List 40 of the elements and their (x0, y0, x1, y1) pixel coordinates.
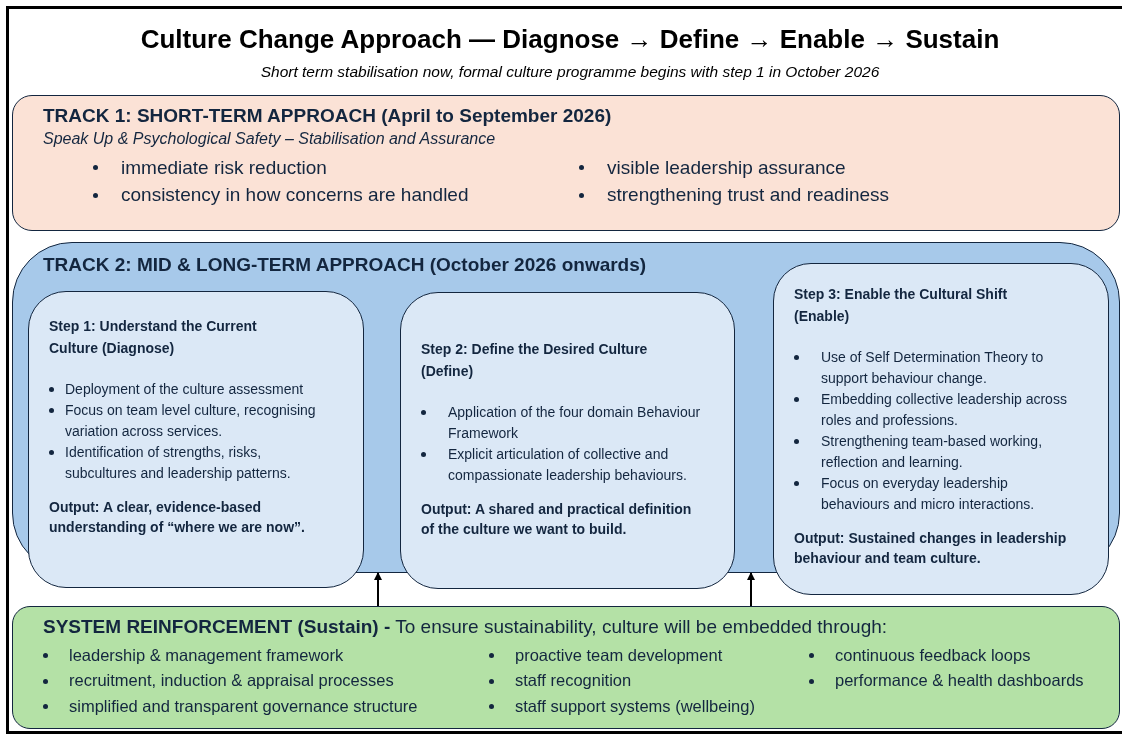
bullet-item: Focus on team level culture, recognising variation across services. (65, 402, 316, 440)
diagram-title: Culture Change Approach — Diagnose → Define → Enable → Sustain (139, 24, 1001, 55)
track-heading: TRACK 1: SHORT-TERM APPROACH (April to September 2026) (43, 104, 613, 128)
step-heading: Step 1: Understand the Current Culture (Diagnose) (49, 317, 258, 358)
bullet-item: proactive team development (515, 645, 723, 664)
section-panel (12, 606, 1120, 729)
section-panel (12, 95, 1120, 231)
bullet-item: Focus on everyday leadership behaviours and micro interactions. (821, 475, 1035, 513)
step-card (400, 292, 735, 589)
bullet-item: Application of the four domain Behaviour Framework (448, 404, 701, 442)
step-card (28, 291, 364, 588)
output-statement: Output: A clear, evidence-based understanding of “where we are now”. (49, 498, 306, 537)
step-heading: Step 2: Define the Desired Culture (Define) (421, 340, 649, 381)
bullet-item: Deployment of the culture assessment (65, 381, 304, 398)
bullet-item: staff support systems (wellbeing) (515, 696, 755, 715)
arrow (374, 572, 382, 607)
bullet-item: Identification of strengths, risks, subcultures and leadership patterns. (65, 444, 291, 482)
section-heading: SYSTEM REINFORCEMENT (Sustain) - To ensure sustainability, culture will be embedded through: (43, 615, 889, 639)
bullet-item: Explicit articulation of collective and compassionate leadership behaviours. (448, 446, 687, 484)
bullet-item: immediate risk reduction (121, 156, 327, 178)
output-statement: Output: A shared and practical definition of the culture we want to build. (421, 500, 693, 539)
track-subtitle: Speak Up & Psychological Safety – Stabilisation and Assurance (43, 129, 497, 148)
bullet-item: staff recognition (515, 671, 632, 690)
bullet-item: leadership & management framework (69, 645, 344, 664)
bullet-item: recruitment, induction & appraisal processes (69, 671, 394, 690)
step-heading: Step 3: Enable the Cultural Shift (Enable) (794, 285, 1009, 326)
step-card (773, 263, 1109, 595)
subtitle: Short term stabilisation now, formal culture programme begins with step 1 in October 2026 (259, 63, 881, 81)
bullet-item: Strengthening team-based working, reflection and learning. (821, 433, 1043, 471)
bullet-item: Use of Self Determination Theory to support behaviour change. (821, 349, 1044, 387)
bullet-item: continuous feedback loops (835, 645, 1031, 664)
bullet-item: performance & health dashboards (835, 671, 1084, 690)
bullet-item: Embedding collective leadership across roles and professions. (821, 391, 1067, 429)
track-heading: TRACK 2: MID & LONG-TERM APPROACH (October 2026 onwards) (43, 253, 648, 277)
bullet-item: strengthening trust and readiness (607, 184, 889, 206)
output-statement: Output: Sustained changes in leadership behaviour and team culture. (794, 529, 1068, 568)
bullet-item: visible leadership assurance (607, 156, 846, 178)
arrow (747, 572, 755, 607)
bullet-item: simplified and transparent governance structure (69, 696, 418, 715)
bullet-item: consistency in how concerns are handled (121, 184, 469, 206)
